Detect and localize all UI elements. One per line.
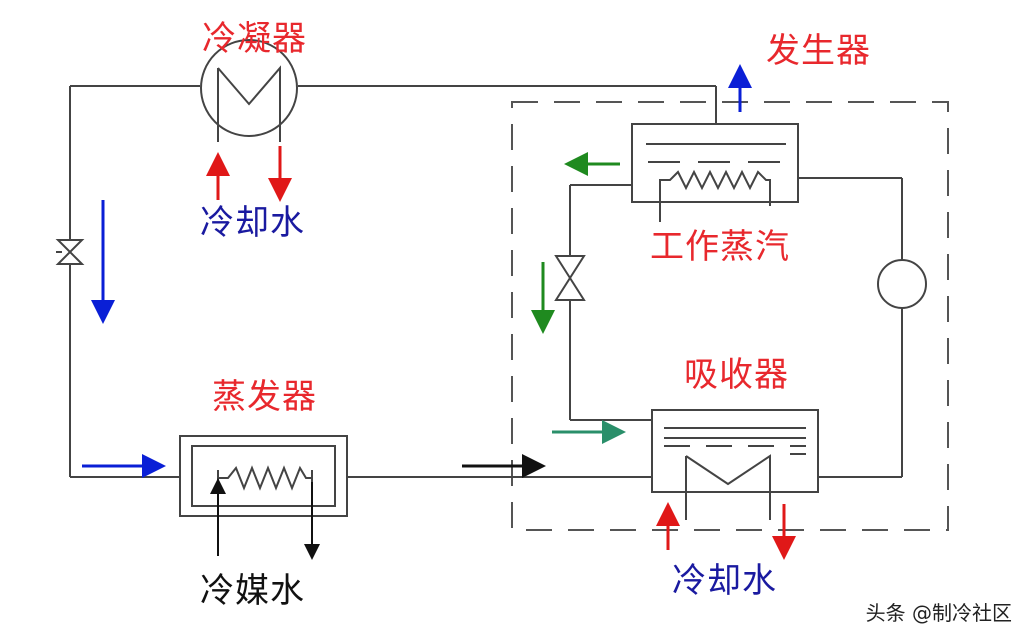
piping: [69, 85, 903, 478]
condenser: [200, 39, 298, 142]
cooling-water-label-top: 冷却水: [200, 203, 305, 243]
generator: [631, 123, 799, 222]
generator-label: 发生器: [766, 31, 871, 71]
solution-pump: [877, 259, 927, 309]
working-steam-label: 工作蒸汽: [650, 227, 790, 267]
chilled-water-label: 冷媒水: [200, 571, 305, 611]
condenser-label: 冷凝器: [202, 19, 307, 59]
evaporator: [179, 435, 348, 517]
expansion-valve-left: [55, 239, 85, 265]
expansion-valve-right: [554, 255, 586, 301]
absorber: [651, 409, 819, 520]
evaporator-label: 蒸发器: [212, 377, 317, 417]
generator-absorber-boundary: [511, 101, 949, 531]
cooling-water-label-bottom: 冷却水: [672, 561, 777, 601]
absorber-label: 吸收器: [684, 355, 789, 395]
watermark: 头条 @制冷社区: [865, 601, 1012, 625]
